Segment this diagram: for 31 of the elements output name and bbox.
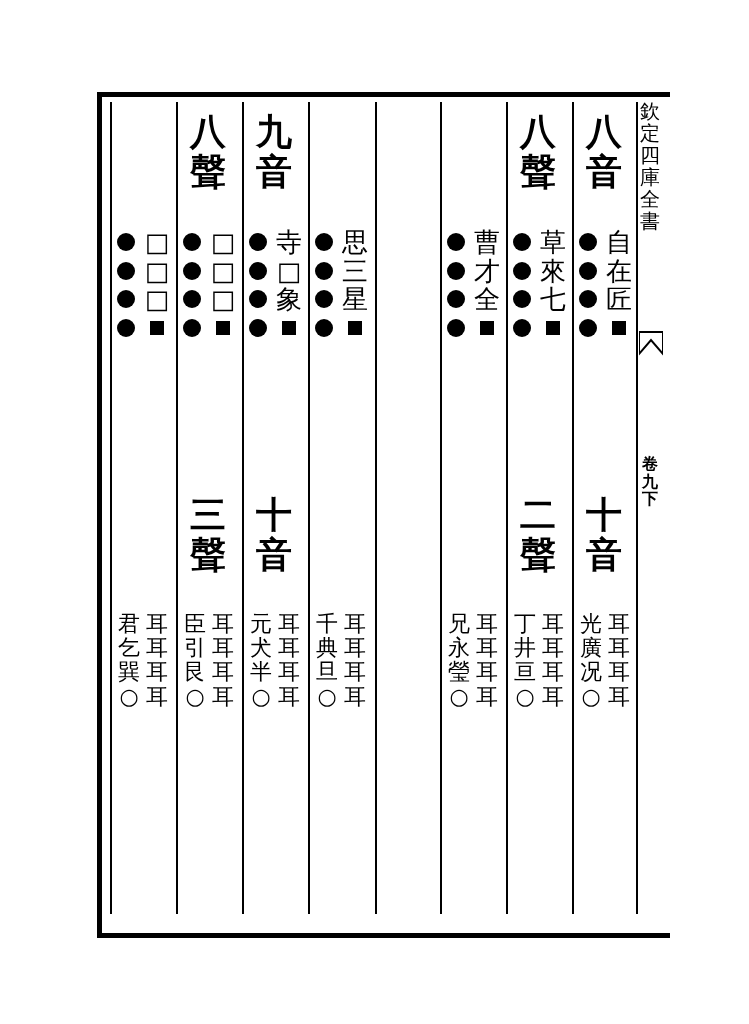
rhyme-characters: 耳耳耳耳	[146, 612, 168, 709]
rhyme-characters: 臣引艮○	[184, 612, 206, 709]
rhyme-characters: 耳耳耳耳	[278, 612, 300, 709]
column-heading: 八聲	[190, 112, 226, 192]
rhyme-characters: 耳耳耳耳	[344, 612, 366, 709]
rhyme-characters: 兄永瑩○	[448, 612, 470, 709]
book-title: 欽定四庫全書	[640, 100, 660, 232]
rhyme-characters: 草來七	[540, 228, 566, 314]
rhyme-characters: 寺□象	[276, 228, 302, 314]
rhyme-characters: 耳耳耳耳	[542, 612, 564, 709]
volume-label: 卷九下	[642, 455, 658, 508]
rhyme-characters: □□□	[144, 228, 170, 314]
column-heading: 八聲	[520, 112, 556, 192]
rhyme-characters: 耳耳耳耳	[212, 612, 234, 709]
rhyme-characters: 曹才全	[474, 228, 500, 314]
column-heading: 三聲	[190, 495, 226, 575]
rhyme-characters: 君乞巽○	[118, 612, 140, 709]
column-heading: 十音	[586, 495, 622, 575]
rhyme-characters: 耳耳耳耳	[476, 612, 498, 709]
rhyme-characters: 思三星	[342, 228, 368, 314]
rhyme-characters: 丁井亘○	[514, 612, 536, 709]
column-heading: 十音	[256, 495, 292, 575]
rhyme-characters: 光廣况○	[580, 612, 602, 709]
rhyme-characters: □□□	[210, 228, 236, 314]
column-heading: 二聲	[520, 495, 556, 575]
column-heading: 九音	[256, 112, 292, 192]
rhyme-characters: 自在匠	[606, 228, 632, 314]
rhyme-characters: 耳耳耳耳	[608, 612, 630, 709]
rhyme-characters: 千典旦○	[316, 612, 338, 709]
rhyme-characters: 元犬半○	[250, 612, 272, 709]
column-heading: 八音	[586, 112, 622, 192]
